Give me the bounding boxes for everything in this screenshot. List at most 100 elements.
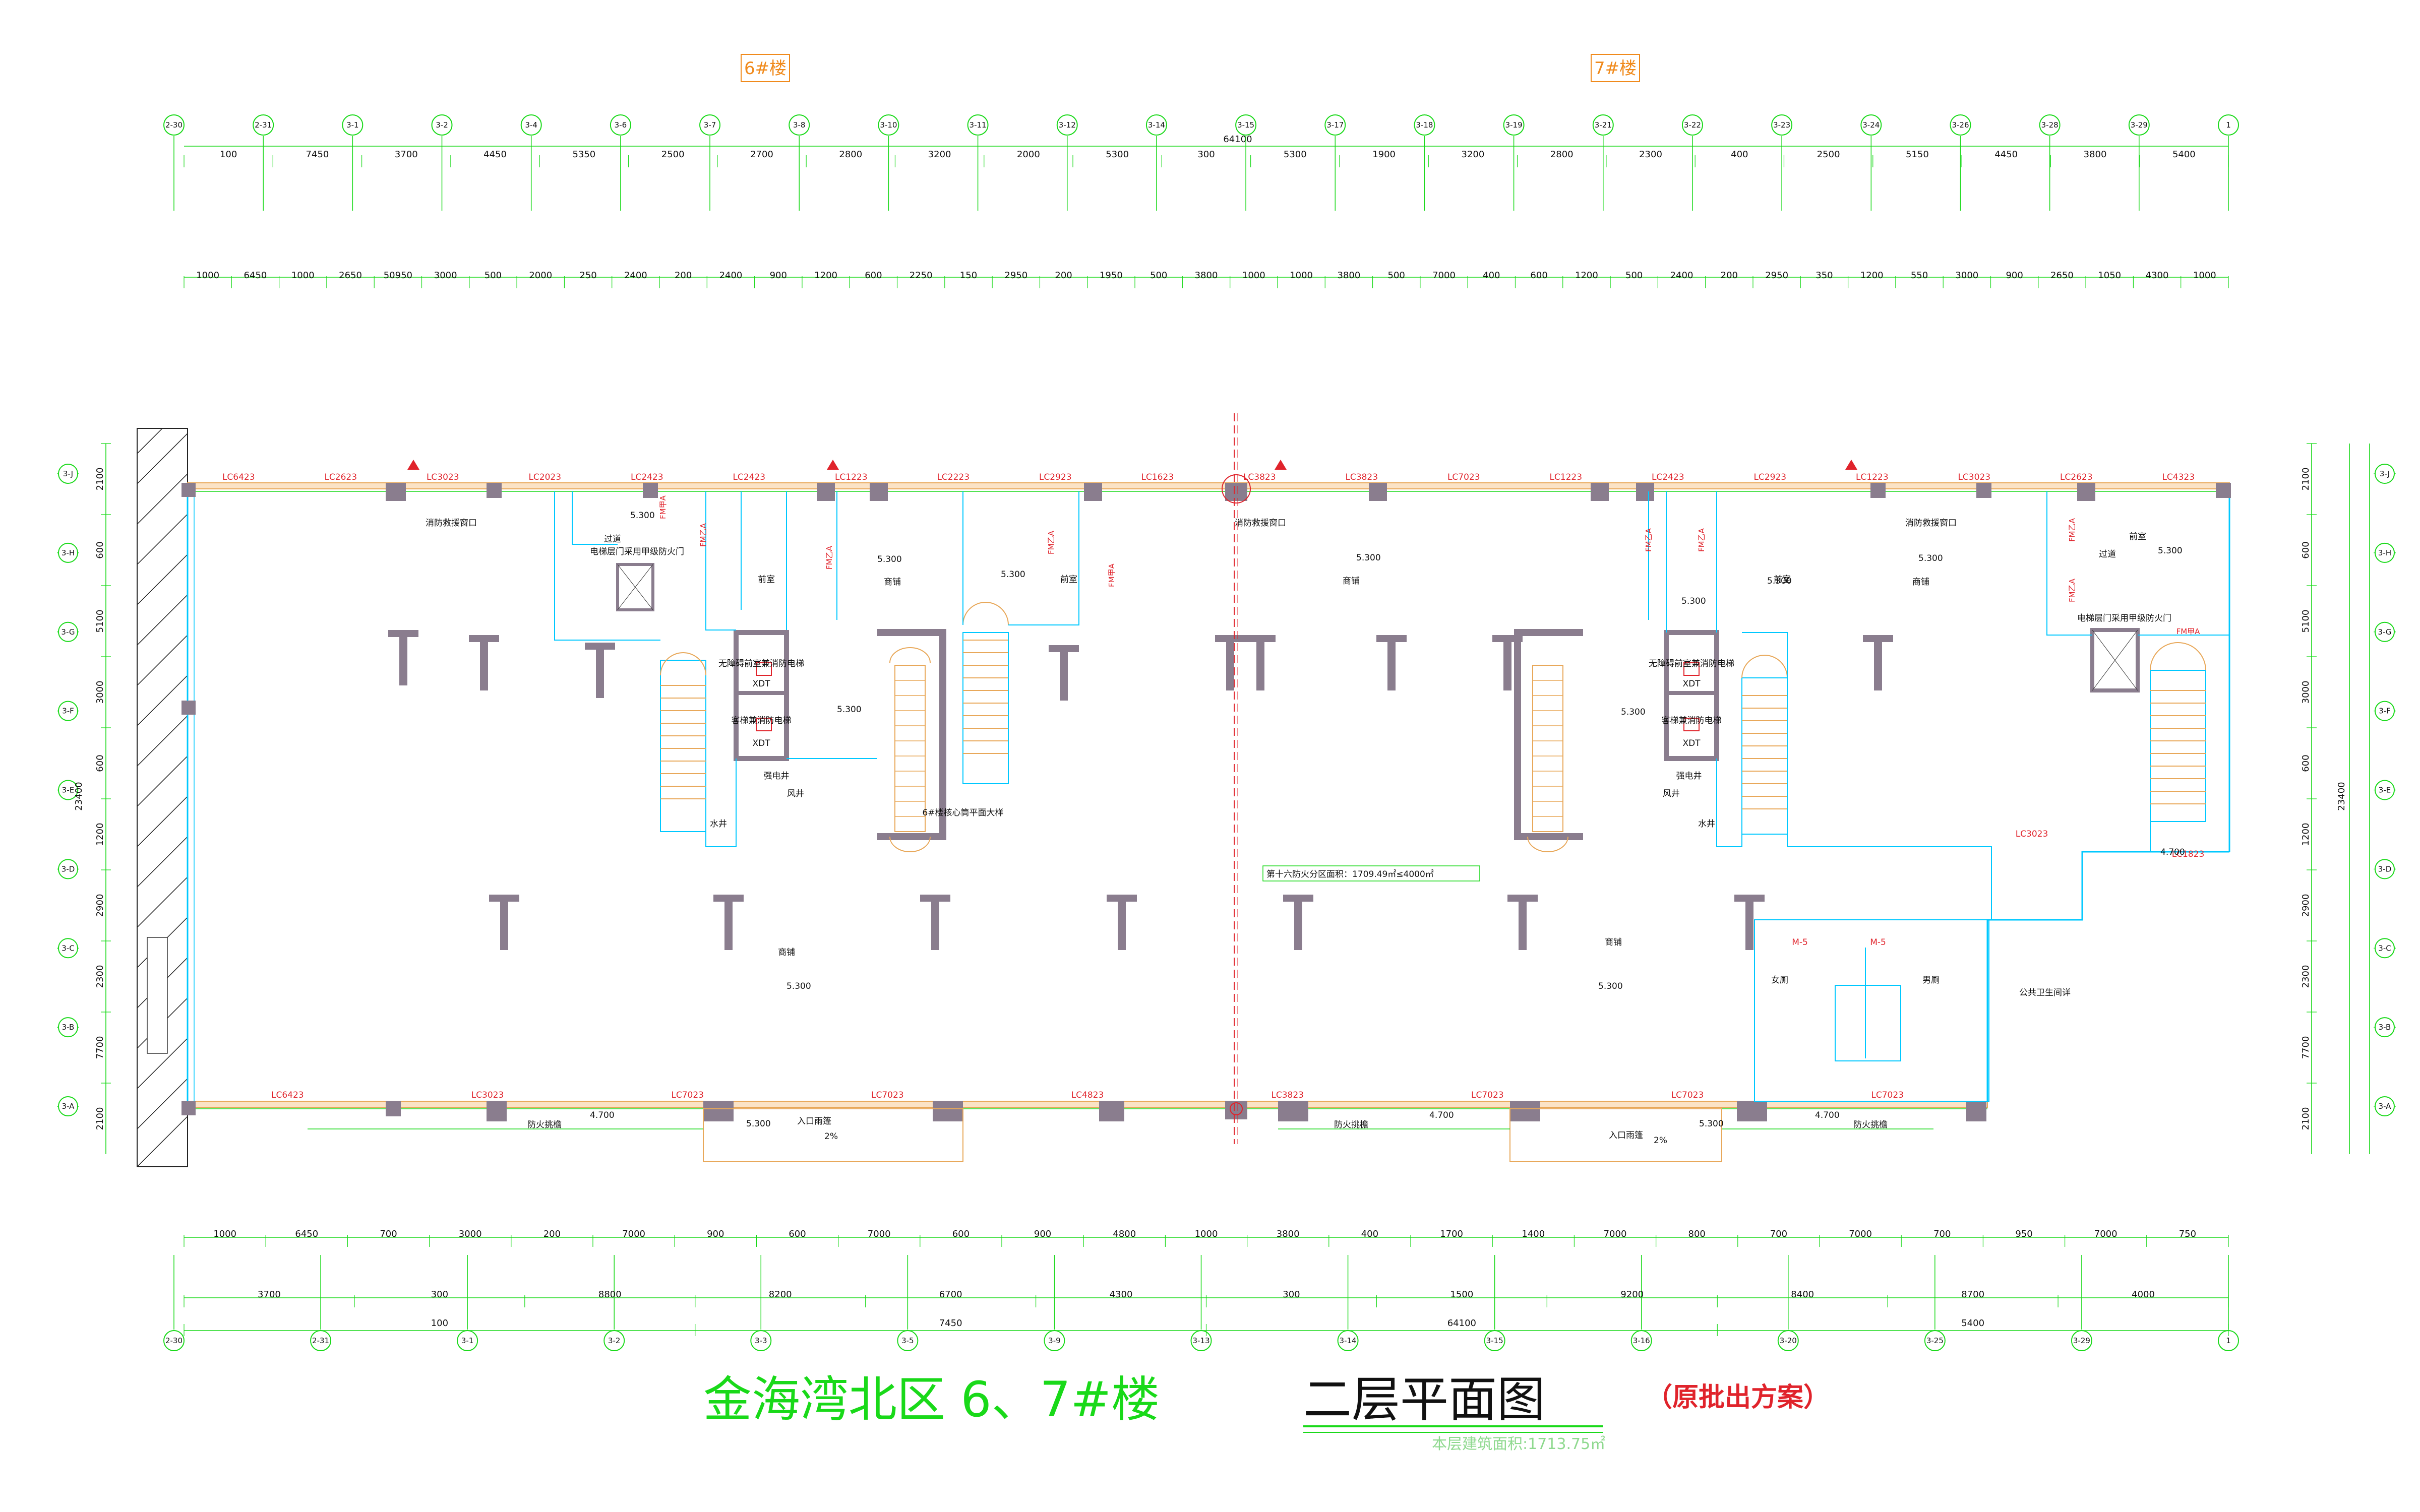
bottom-dim-1-value: 7000 [1604,1229,1627,1239]
window-tag-bottom: LC7023 [1871,1090,1904,1100]
top-grid-bubble-circle [1145,114,1167,136]
window-tag-top: LC2423 [1652,472,1684,482]
left-side-dim-value: 2900 [95,894,105,917]
right-grid-bubble-label: 3-E [2379,786,2391,795]
top-dim-1-value: 5150 [1906,149,1929,160]
bottom-grid-bubble-label: 2-31 [312,1336,329,1345]
bottom-grid-bubble-circle [897,1330,919,1351]
column-web [399,630,407,685]
window-tag-bottom: LC7023 [1471,1090,1504,1100]
left-grid-bubble-label: 3-B [62,1023,75,1032]
column [1870,483,1886,498]
bottom-grid-bubble-label: 3-2 [608,1336,621,1345]
right-grid-bubble-label: 3-G [2378,627,2391,637]
right-side-dim-value: 7700 [2301,1036,2311,1059]
right-grid-bubble-circle [2375,1096,2395,1116]
column [1099,1101,1124,1121]
column [1966,1101,1986,1121]
top-grid-bubble-label: 3-14 [1148,120,1165,130]
floor-area: 本层建筑面积:1713.75㎡ [1432,1435,1605,1453]
bottom-grid-bubble-label: 3-16 [1633,1336,1650,1345]
top-grid-bubble-label: 3-4 [525,120,537,130]
window-tag-top: LC1223 [835,472,868,482]
top-grid-bubble-label: 3-18 [1416,120,1433,130]
door-tag-fm-b-6: FM乙A [2068,518,2077,542]
top-grid-bubble-label: 3-24 [1862,120,1880,130]
top-grid-bubble-label: 3-8 [793,120,806,130]
window-tag-top: LC4323 [2162,472,2195,482]
level-mark-5: 5.300 [1681,596,1706,606]
drawing-title-main: 金海湾北区 6、7#楼 [703,1371,1160,1428]
door-tags: FM甲A FM乙A FM乙A FM乙A FM甲A FM乙A FM乙A FM乙A … [658,495,2200,948]
bottom-dim-1-value: 700 [1933,1229,1951,1239]
top-dim-1-value: 100 [220,149,237,160]
fire-zone-note-text: 第十六防火分区面积：1709.49㎡≤4000㎡ [1266,869,1434,879]
column-web [1519,895,1527,950]
room-label-pipe-6: 风井 [787,789,804,799]
column [1737,1101,1767,1121]
right-grid-bubble-circle [2375,701,2395,721]
bottom-dim-1-value: 900 [1034,1229,1051,1239]
window-tag-top: LC7023 [1447,472,1480,482]
left-grid-bubble-label: 3-A [62,1102,75,1111]
bottom-dim-1-value: 900 [707,1229,724,1239]
left-side-dim-value: 5100 [95,610,105,633]
triangle-markers [407,460,1857,470]
bottom-dim-2-value: 8400 [1791,1289,1814,1300]
top-dim-2-value: 1000 [196,270,219,281]
right-side-dim-value: 1200 [2301,823,2311,846]
top-dim-2-value: 2650 [2050,270,2074,281]
window-tag-top: LC3823 [1345,472,1378,482]
drawing-title-note: （原批出方案） [1646,1382,1830,1413]
top-grid-bubble-label: 3-10 [880,120,897,130]
room-label-xdt-7a: XDT [1682,679,1701,689]
top-total-dimension: 64100 [1223,134,1252,145]
bottom-dim-2-value: 4300 [1110,1289,1133,1300]
stair-cores [616,563,2206,852]
top-dim-2-value: 3000 [434,270,457,281]
right-side-dim-value: 2900 [2301,894,2311,917]
top-dim-2-value: 1000 [1242,270,1265,281]
right-side-dim-value: 2100 [2301,1107,2311,1130]
room-label-fire-door-left: 电梯层门采用甲级防火门 [590,547,684,557]
right-grid-bubble-circle [2375,859,2395,879]
bottom-dim-2-value: 6700 [939,1289,962,1300]
bottom-dim-2-value: 8700 [1961,1289,1984,1300]
right-side-dim-value: 3000 [2301,681,2311,704]
top-grid-bubble-label: 3-6 [615,120,627,130]
top-grid-bubble-circle [1592,114,1614,136]
bottom-dim-2-value: 300 [431,1289,448,1300]
left-grid-bubble-circle [58,1017,78,1038]
room-label-water-7: 水井 [1698,819,1715,829]
room-label-elevator-guest-6: 客梯兼消防电梯 [732,716,792,726]
right-grid-bubble-label: 3-D [2378,864,2392,873]
window-tag-bottom: LC4823 [1071,1090,1104,1100]
column [1225,483,1247,501]
top-grid-bubble-circle [1771,114,1793,136]
bottom-grid-bubble-label: 3-15 [1486,1336,1503,1345]
top-dim-1-value: 2800 [1550,149,1574,160]
top-dim-2-value: 900 [2006,270,2023,281]
top-grid-bubble-circle [1503,114,1525,136]
slope-mark-2: 2% [1654,1136,1667,1146]
door-tag-fm-b-5: FM乙A [1697,528,1706,552]
room-label-rescue-window-2: 消防救援窗口 [1235,518,1286,528]
bottom-grid-bubble-circle [163,1330,185,1351]
room-label-anteroom-3: 前室 [1774,575,1791,585]
window-tag-top: LC1223 [1856,472,1889,482]
top-grid-bubble-circle [1235,114,1257,136]
top-grid-bubble-circle [789,114,810,136]
bottom-dim-1-value: 200 [543,1229,561,1239]
room-label-xdt-7b: XDT [1682,738,1701,748]
bottom-dim-1-value: 4800 [1113,1229,1136,1239]
window-tag-top: LC2423 [631,472,663,482]
column-web [480,635,488,690]
room-label-fire-ladder-3: 防火挑檐 [1853,1120,1888,1130]
top-dim-2-value: 350 [1816,270,1833,281]
top-grid-bubble-circle [2128,114,2150,136]
level-mark-2: 5.300 [877,554,902,564]
top-dim-1-value: 2800 [839,149,862,160]
